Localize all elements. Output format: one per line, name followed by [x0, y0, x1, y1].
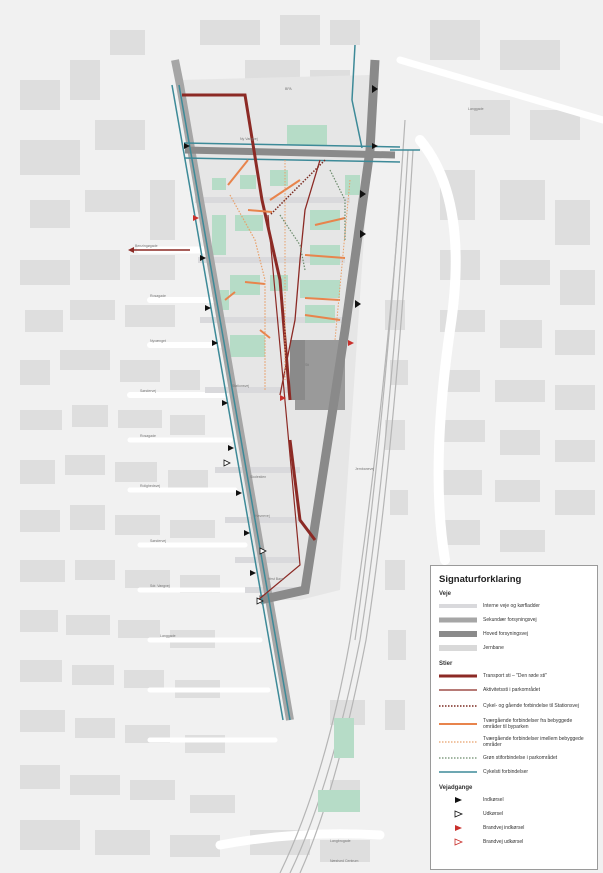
green-areas [212, 125, 360, 812]
legend-label: Cykelsti forbindelser [483, 769, 529, 775]
buildings [20, 15, 595, 862]
fire-entry-arrow-icon [439, 823, 477, 833]
label-station: Næstved Centrum [330, 859, 358, 863]
legend-item-fire-exit: Brandvej udkørsel [439, 835, 589, 849]
legend-label: Tværgående forbindelser imellem bebygged… [483, 736, 584, 748]
legend-section-roads: Veje [439, 591, 452, 597]
legend-title: Signaturforklaring [439, 574, 522, 585]
label-interior-e: Vest Bane [268, 577, 284, 581]
cycle-walk-dotted-swatch [439, 701, 477, 711]
legend-item-road-internal: Interne veje og kørfladder [439, 599, 589, 613]
label-interior-a: Sti [305, 363, 309, 367]
label-interior-c: Havnevej [255, 514, 270, 518]
legend-label: Interne veje og kørfladder [483, 603, 540, 609]
activity-path-swatch [439, 685, 477, 695]
railway-swatch [439, 643, 477, 653]
legend-item-cross-dotted: Tværgående forbindelser imellem bebygged… [439, 733, 589, 751]
legend-label: Transport sti – "Den røde sti" [483, 673, 547, 679]
legend-item-road-main: Hoved forsyningsvej [439, 627, 589, 641]
transport-path-swatch [439, 671, 477, 681]
entry-arrow-icon [439, 795, 477, 805]
legend-label: Tværgående forbindelser fra bebyggede om… [483, 718, 573, 730]
legend-label: Hoved forsyningsvej [483, 631, 529, 637]
label-road-east-b: Jernbanevej [355, 467, 374, 471]
legend-label: Jernbane [483, 645, 504, 651]
cycle-paths [171, 44, 420, 721]
legend-item-exit: Udkørsel [439, 807, 589, 821]
legend-item-green-path: Grøn stiforbindelse i parkområdet [439, 751, 589, 765]
map-labels: BPA Ny Vangvej Benzingøgade Rosagade Nyv… [135, 87, 484, 863]
label-road-west-b: Rosagade [150, 294, 166, 298]
dotted-connections [229, 159, 351, 390]
legend-section-access: Vejadgange [439, 785, 473, 791]
legend-item-cycle-path: Cykelsti forbindelser [439, 765, 589, 779]
label-road-west-h: Sdr. Vangvej [150, 584, 170, 588]
legend-section-paths: Stier [439, 661, 453, 667]
legend-item-fire-entry: Brandvej indkørsel [439, 821, 589, 835]
legend-item-transport-path: Transport sti – "Den røde sti" [439, 669, 589, 683]
legend-item-cross-connection: Tværgående forbindelser fra bebyggede om… [439, 715, 589, 733]
label-road-west-e: Rosagade [140, 434, 156, 438]
legend-label: Cykel- og gående forbindelse til Station… [483, 703, 579, 709]
label-bpa: BPA [285, 87, 292, 91]
label-road-west-c: Nyvænget [150, 339, 166, 343]
legend-label: Udkørsel [483, 811, 504, 817]
label-interior-d: Stationsvej [232, 384, 249, 388]
legend-panel: Signaturforklaring Veje Interne veje og … [430, 565, 598, 870]
cross-connection-swatch [439, 719, 477, 729]
cross-path-diagonal [257, 214, 301, 601]
large-building-b [290, 340, 305, 400]
label-bottom: Langbrogade [330, 839, 351, 843]
label-road-east-a: Langgade [468, 107, 484, 111]
activity-path [279, 159, 321, 396]
surrounding-streets [127, 56, 603, 850]
legend-label: Brandvej indkørsel [483, 825, 525, 831]
transport-path [182, 93, 317, 541]
green-path-swatch [439, 753, 477, 763]
legend-label: Aktivitetssti i parkområdet [483, 687, 540, 693]
road-internal-swatch [439, 601, 477, 611]
fire-exit-arrow-icon [439, 837, 477, 847]
legend-label: Indkørsel [483, 797, 504, 803]
legend-item-cycle-walk: Cykel- og gående forbindelse til Station… [439, 697, 589, 715]
legend-label: Grøn stiforbindelse i parkområdet [483, 755, 558, 761]
label-road-west-a: Benzingøgade [135, 244, 158, 248]
orange-connections [224, 159, 346, 339]
west-arrowhead [128, 247, 134, 253]
legend-label: Brandvej udkørsel [483, 839, 524, 845]
legend-item-entry: Indkørsel [439, 793, 589, 807]
access-arrows [184, 85, 378, 605]
exit-arrow-icon [439, 809, 477, 819]
label-road-west-i: Langgade [160, 634, 176, 638]
legend-label: Sekundær forsyningsvej [483, 617, 537, 623]
label-road-west-g: Søndervej [150, 539, 166, 543]
label-road-north-a: Ny Vangvej [240, 137, 258, 141]
legend-item-road-secondary: Sekundær forsyningsvej [439, 613, 589, 627]
legend-item-railway: Jernbane [439, 641, 589, 655]
legend-item-activity-path: Aktivitetssti i parkområdet [439, 683, 589, 697]
cycle-path-swatch [439, 767, 477, 777]
label-interior-b: Skolestien [250, 475, 266, 479]
cross-dotted-swatch [439, 737, 477, 747]
road-secondary-swatch [439, 615, 477, 625]
label-road-west-d: Søndervej [140, 389, 156, 393]
road-main-swatch [439, 629, 477, 639]
label-road-west-f: Rolighedsvej [140, 484, 160, 488]
